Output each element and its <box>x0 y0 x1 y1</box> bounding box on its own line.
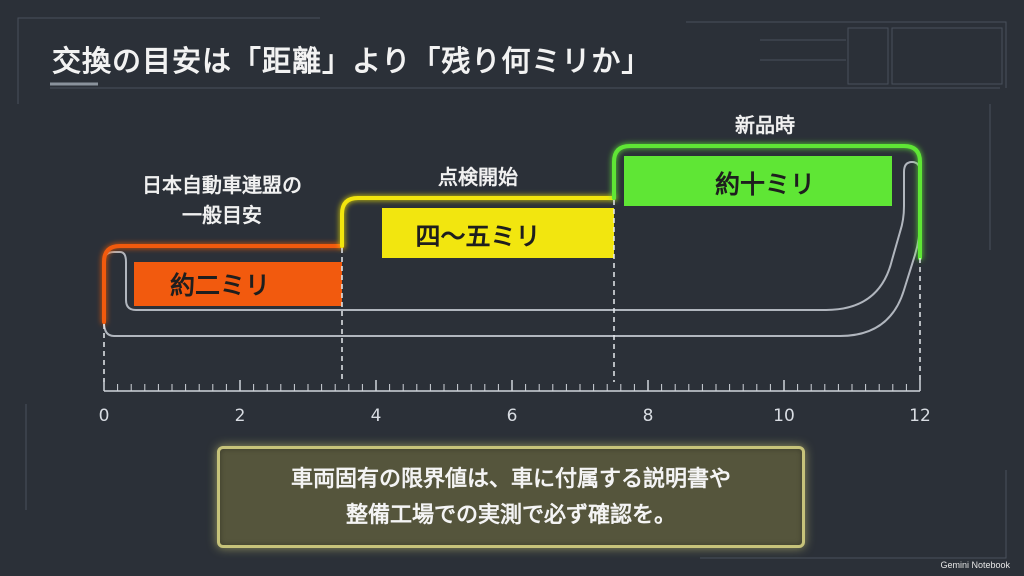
band-fill-1 <box>382 208 614 258</box>
depth-band-0 <box>102 244 344 324</box>
stage-caption-0-0: 日本自動車連盟の <box>142 173 302 197</box>
band-outline-1 <box>340 196 616 248</box>
band-outline-0 <box>102 244 344 324</box>
stage-caption-1-0: 点検開始 <box>438 165 518 189</box>
band-label-1: 四～五ミリ <box>415 222 541 251</box>
tick-label-4: 4 <box>370 406 382 426</box>
band-fill-2 <box>624 156 892 206</box>
tick-label-10: 10 <box>773 406 795 426</box>
tick-label-0: 0 <box>98 406 110 426</box>
background-frame <box>17 17 1007 559</box>
band-outline-2 <box>612 144 922 260</box>
band-label-2: 約十ミリ <box>714 170 815 199</box>
note-box: 車両固有の限界値は、車に付属する説明書や 整備工場での実測で必ず確認を。 <box>217 446 805 548</box>
stage-caption-2-0: 新品時 <box>735 113 795 137</box>
depth-band-2 <box>612 144 922 260</box>
band-label-0: 約二ミリ <box>169 271 270 300</box>
page-title: 交換の目安は「距離」より「残り何ミリか」 <box>52 44 652 78</box>
tread-outline <box>103 160 921 337</box>
note-line-1: 車両固有の限界値は、車に付属する説明書や <box>290 467 731 492</box>
stage-caption-0-1: 一般目安 <box>182 203 262 227</box>
tick-label-12: 12 <box>909 406 931 426</box>
tick-label-6: 6 <box>506 406 518 426</box>
watermark: Gemini Notebook <box>940 560 1010 570</box>
depth-band-1 <box>340 196 616 258</box>
tick-label-2: 2 <box>234 406 246 426</box>
band-fill-0 <box>134 262 342 306</box>
note-line-2: 整備工場での実測で必ず確認を。 <box>345 503 676 528</box>
tick-label-8: 8 <box>642 406 654 426</box>
depth-axis <box>103 380 921 392</box>
